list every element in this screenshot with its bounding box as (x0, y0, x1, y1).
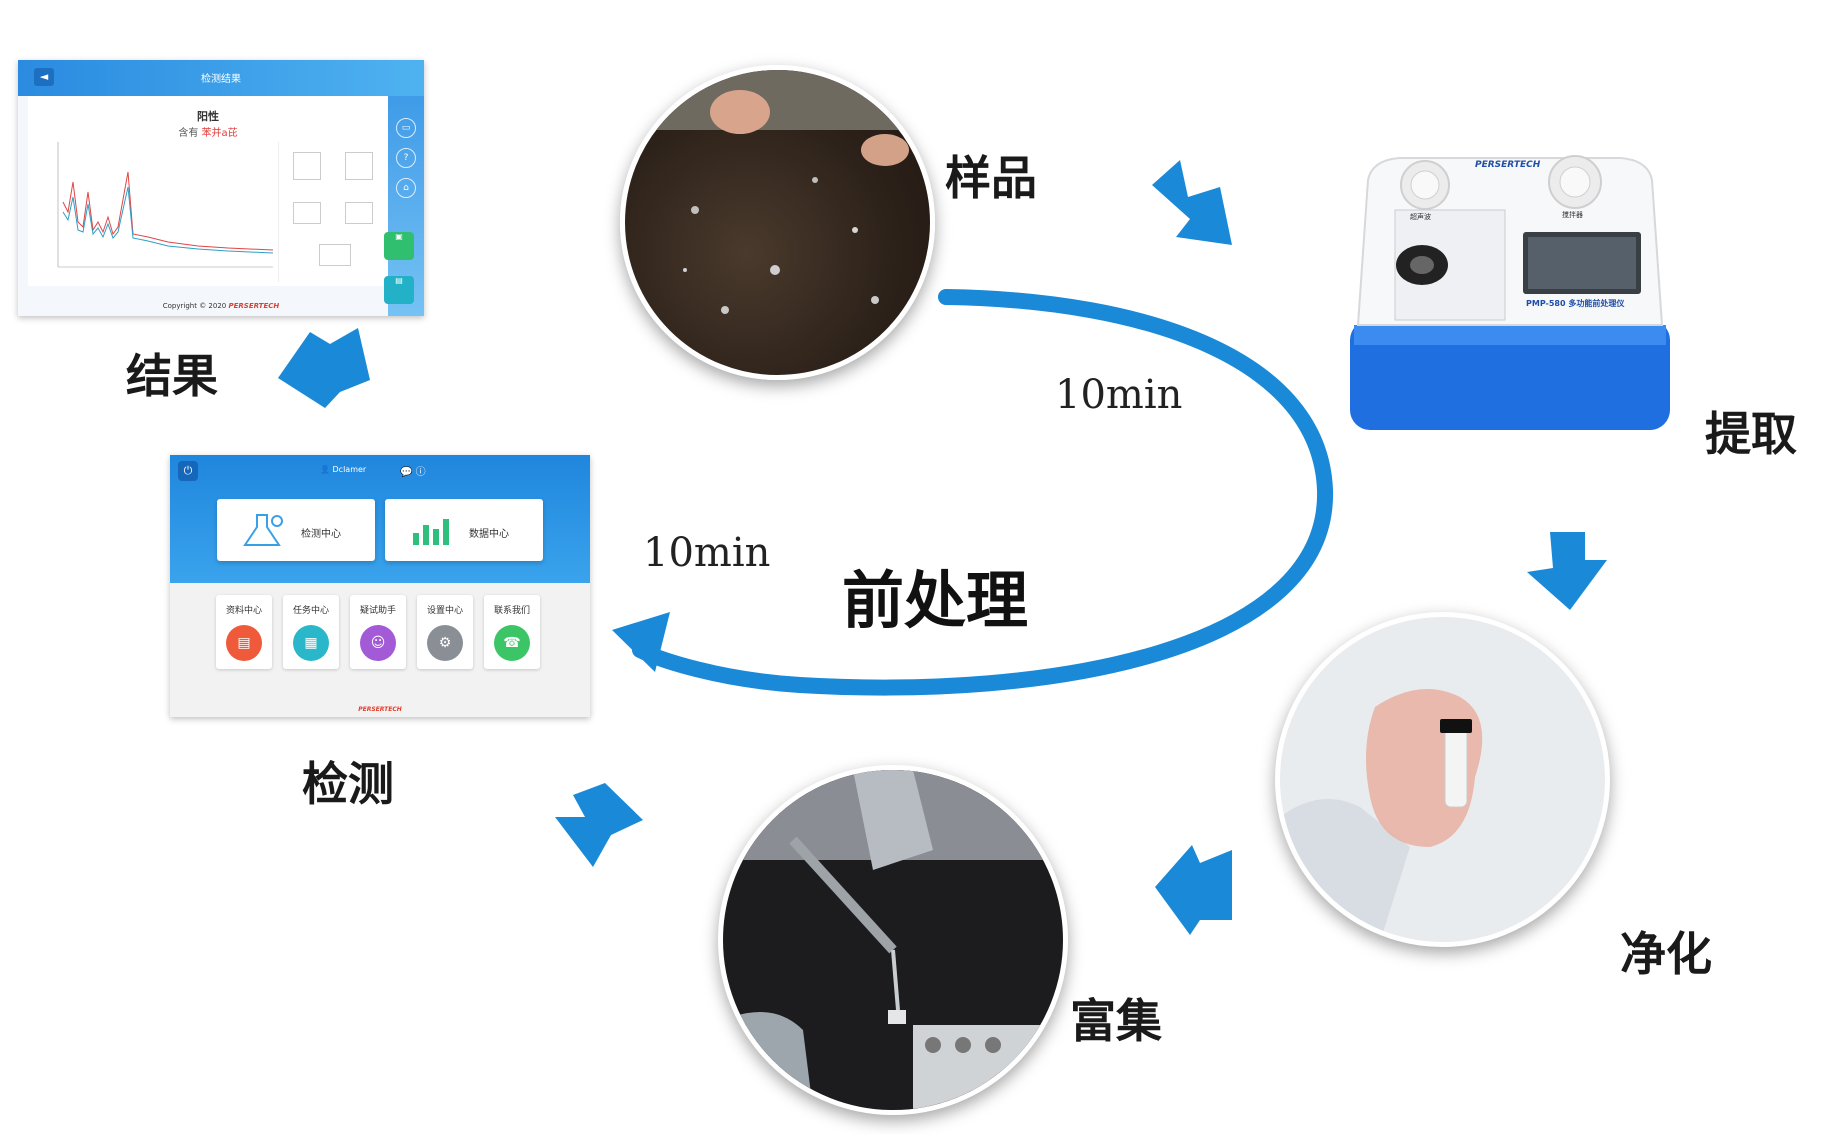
time-label-left: 10min (643, 530, 771, 576)
data-center-card[interactable]: 数据中心 (385, 499, 543, 561)
camera-icon[interactable] (319, 244, 351, 266)
raman-spectrum (57, 142, 274, 268)
window-icon[interactable]: ▭ (396, 118, 416, 138)
help-icon[interactable]: ⓘ (415, 467, 426, 478)
result-right-sidebar: ▭ ? ⌂ ▣ ▤ (384, 96, 424, 316)
note-icon[interactable] (345, 152, 373, 180)
tile-assistant[interactable]: 疑试助手 ☺ (350, 595, 406, 669)
device-left-knob-label: 超声波 (1410, 213, 1431, 221)
device-model-label: PMP-580 多功能前处理仪 (1526, 299, 1625, 308)
image-icon[interactable] (293, 202, 321, 224)
device-brand: PERSERTECH (1475, 160, 1541, 170)
result-app-screen: ◄ 检测结果 阳性 含有 苯并a芘 ▭ ? ⌂ ▣ ▤ Copyright © … (18, 60, 424, 316)
enrich-illustration (723, 770, 1063, 1110)
arrow-purify-to-enrich (1155, 845, 1232, 935)
calendar-icon: ▦ (293, 625, 329, 661)
soil-texture (625, 70, 930, 314)
step-label-detect: 检测 (302, 757, 394, 811)
home-icon[interactable]: ⌂ (396, 178, 416, 198)
document-icon: ▤ (226, 625, 262, 661)
arrow-extract-to-purify (1527, 532, 1607, 610)
step-label-result: 结果 (126, 349, 218, 403)
result-footer: Copyright © 2020 PERSERTECH (162, 302, 280, 310)
tile-tasks[interactable]: 任务中心 ▦ (283, 595, 339, 669)
result-side-panel (278, 142, 389, 282)
step-label-extract: 提取 (1705, 407, 1797, 461)
help-circle-icon[interactable]: ? (396, 148, 416, 168)
back-arrow-icon[interactable]: ◄ (34, 68, 54, 86)
arrow-enrich-to-detect (555, 783, 643, 867)
header-icons: 💬 ⓘ (400, 463, 426, 478)
result-header: ◄ 检测结果 (18, 60, 424, 96)
bar-chart-icon (413, 519, 449, 545)
phone-icon: ☎ (494, 625, 530, 661)
time-label-right: 10min (1055, 372, 1183, 418)
step-label-sample: 样品 (945, 151, 1037, 205)
flask-icon (243, 514, 283, 546)
step-label-enrich: 富集 (1070, 994, 1162, 1048)
tile-contact[interactable]: 联系我们 ☎ (484, 595, 540, 669)
chat-icon[interactable]: 💬 (400, 467, 413, 478)
detection-center-card[interactable]: 检测中心 (217, 499, 375, 561)
detection-footer: PERSERTECH (358, 706, 402, 713)
overlay-compare-icon[interactable] (293, 152, 321, 180)
person-icon: ☺ (360, 625, 396, 661)
step-label-purify: 净化 (1620, 927, 1712, 981)
loop-arrowhead (612, 612, 670, 672)
result-body: 阳性 含有 苯并a芘 (28, 96, 388, 286)
report-button[interactable]: ▤ (384, 276, 414, 304)
pmp-580-device: PERSERTECH 超声波 搅拌器 PMP-580 多功能前处理仪 (1340, 150, 1680, 440)
detection-header: ⏻ 👤 Dclamer 💬 ⓘ 检测中心 数据中心 (170, 455, 590, 583)
tile-settings[interactable]: 设置中心 ⚙ (417, 595, 473, 669)
arrow-detect-to-result (278, 328, 370, 408)
purify-photo (1275, 612, 1610, 947)
arrow-sample-to-extract (1152, 160, 1232, 245)
gear-icon: ⚙ (427, 625, 463, 661)
pretreatment-title: 前处理 (842, 564, 1029, 637)
purify-illustration (1280, 689, 1483, 942)
save-report-button[interactable]: ▣ (384, 232, 414, 260)
user-name: 👤 Dclamer (320, 465, 367, 474)
tag-icon[interactable] (345, 202, 373, 224)
power-icon[interactable]: ⏻ (178, 461, 198, 481)
device-right-knob-label: 搅拌器 (1562, 211, 1583, 219)
sample-soil-photo (620, 65, 935, 380)
enrich-photo (718, 765, 1068, 1115)
detection-app-screen: ⏻ 👤 Dclamer 💬 ⓘ 检测中心 数据中心 资料中心 (170, 455, 590, 717)
user-icon: 👤 (320, 465, 330, 474)
tile-docs[interactable]: 资料中心 ▤ (216, 595, 272, 669)
result-contains: 含有 苯并a芘 (178, 128, 238, 139)
result-verdict: 阳性 (197, 110, 219, 123)
